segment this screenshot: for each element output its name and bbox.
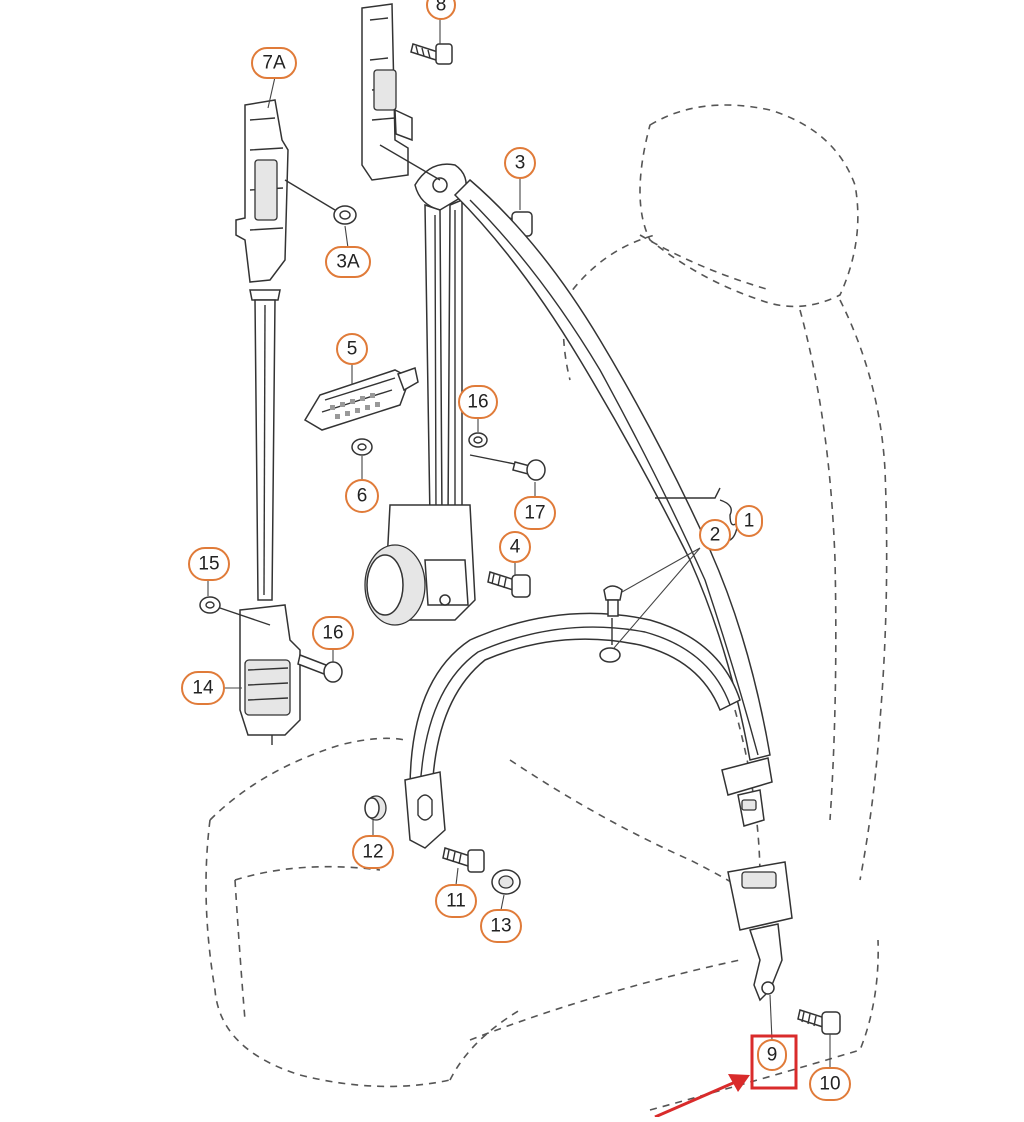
highlight-box [750,1034,798,1090]
callout-11-label: 11 [446,891,466,912]
tensioner-14 [239,604,301,745]
callout-16-upper-label: 16 [467,392,488,413]
callout-7a: 7A [251,47,297,79]
guide-bolt-2 [599,585,623,663]
callout-16-upper: 16 [458,385,498,419]
callout-5-label: 5 [347,339,358,360]
bracket-5 [303,367,419,431]
callout-3: 3 [504,147,536,179]
callout-17: 17 [514,496,556,530]
belt-webbing-shoulder [453,178,771,761]
callout-14: 14 [181,671,225,705]
callout-10-label: 10 [819,1074,840,1095]
pillar-webbing [249,289,281,601]
bolt-8 [410,43,453,65]
callout-labels: 8 7A 3 3A 5 16 6 17 1 2 4 15 16 14 12 11… [181,0,851,1101]
highlight-arrow-head [728,1074,750,1092]
nut-6 [351,438,373,456]
callout-8: 8 [426,0,456,20]
callout-6-label: 6 [357,486,368,507]
nut-15 [199,596,271,626]
callout-16-lower: 16 [312,616,354,650]
bolt-16-lower [297,653,343,683]
highlight-arrow-line [654,1078,741,1119]
callout-15: 15 [188,547,230,581]
upper-anchor [379,144,467,211]
highlight-marker [654,1034,798,1119]
callout-1-label: 1 [744,511,755,532]
nut-16-upper [468,432,521,466]
callout-1: 1 [735,505,763,537]
belt-tongue [721,757,773,827]
callout-12: 12 [352,835,394,869]
bolt-4 [487,571,531,598]
callout-9-label: 9 [767,1045,778,1066]
callout-2: 2 [699,519,731,551]
retractor-4 [364,504,476,626]
callout-4: 4 [499,531,531,563]
callout-15-label: 15 [198,554,219,575]
pillar-adjuster-7a [235,99,336,283]
callout-3a: 3A [325,246,371,278]
callout-3a-label: 3A [336,252,360,273]
lap-anchor-plate [404,771,446,849]
callout-10: 10 [809,1067,851,1101]
bolt-17 [512,459,546,481]
leader-lines [207,18,831,1068]
nut-3a [333,205,357,225]
height-adjuster-rail [361,3,413,181]
callout-8-label: 8 [436,0,447,16]
callout-5: 5 [336,333,368,365]
callout-2-label: 2 [710,525,721,546]
callout-7a-label: 7A [262,53,286,74]
callout-14-label: 14 [192,678,214,699]
bolt-10 [797,1009,841,1035]
buckle-9 [727,861,793,1002]
callout-11: 11 [435,884,477,918]
seat-outline [205,104,888,1111]
belt-webbing-lap [409,612,741,796]
callout-17-label: 17 [524,503,545,524]
callout-4-label: 4 [510,537,521,558]
callout-3-label: 3 [515,153,526,174]
belt-webbing-vertical [424,198,463,521]
callout-16-lower-label: 16 [322,623,343,644]
callout-12-label: 12 [362,842,383,863]
spacer-12 [364,795,387,821]
bolt-11 [442,847,485,873]
washer-13 [491,869,521,895]
callout-6: 6 [345,479,379,513]
callout-9: 9 [757,1039,787,1071]
callout-13-label: 13 [490,916,511,937]
callout-13: 13 [480,909,522,943]
